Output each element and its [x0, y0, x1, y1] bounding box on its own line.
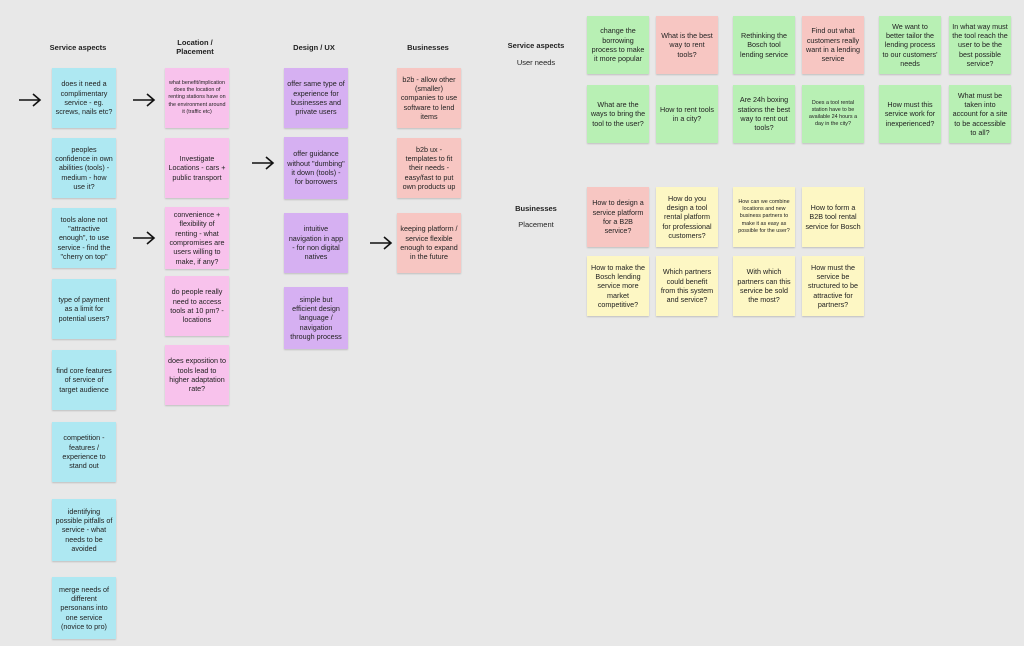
header-right-service-aspects: Service aspects	[507, 41, 565, 50]
sticky-note-purple[interactable]: simple but efficient design language / n…	[284, 287, 348, 349]
header-design-ux: Design / UX	[293, 43, 335, 52]
sticky-note-blue[interactable]: does it need a complimentary service - e…	[52, 68, 116, 128]
header-right-businesses: Businesses	[515, 204, 557, 213]
arrow-right-icon	[133, 93, 156, 107]
sticky-note-pink[interactable]: Investigate Locations - cars + public tr…	[165, 138, 229, 198]
sticky-note-blue[interactable]: competition - features / experience to s…	[52, 422, 116, 482]
sticky-note-yellow[interactable]: How can we combine locations and new bus…	[733, 187, 795, 247]
header-right-user-needs: User needs	[516, 58, 556, 67]
sticky-note-yellow[interactable]: How to make the Bosch lending service mo…	[587, 256, 649, 316]
header-businesses: Businesses	[407, 43, 449, 52]
sticky-note-salmon[interactable]: Find out what customers really want in a…	[802, 16, 864, 74]
sticky-note-pink[interactable]: what benefit/implication does the locati…	[165, 68, 229, 128]
sticky-note-green[interactable]: We want to better tailor the lending pro…	[879, 16, 941, 74]
sticky-note-yellow[interactable]: How do you design a tool rental platform…	[656, 187, 718, 247]
sticky-note-blue[interactable]: tools alone not "attractive enough", to …	[52, 208, 116, 268]
sticky-note-green[interactable]: Rethinking the Bosch tool lending servic…	[733, 16, 795, 74]
sticky-note-salmon[interactable]: What is the best way to rent tools?	[656, 16, 718, 74]
sticky-note-salmon[interactable]: b2b - allow other (smaller) companies to…	[397, 68, 461, 128]
sticky-note-salmon[interactable]: How to design a service platform for a B…	[587, 187, 649, 247]
sticky-note-purple[interactable]: intuitive navigation in app - for non di…	[284, 213, 348, 273]
sticky-note-yellow[interactable]: How must the service be structured to be…	[802, 256, 864, 316]
sticky-note-blue[interactable]: peoples confidence in own abilities (too…	[52, 138, 116, 198]
header-right-placement: Placement	[518, 220, 554, 229]
sticky-note-pink[interactable]: convenience + flexibility of renting - w…	[165, 207, 229, 269]
header-location-placement: Location / Placement	[176, 38, 214, 57]
sticky-note-salmon[interactable]: keeping platform / service flexible enou…	[397, 213, 461, 273]
sticky-note-green[interactable]: What must be taken into account for a si…	[949, 85, 1011, 143]
sticky-note-blue[interactable]: find core features of service of target …	[52, 350, 116, 410]
sticky-note-green[interactable]: How to rent tools in a city?	[656, 85, 718, 143]
arrow-right-icon	[19, 93, 42, 107]
sticky-note-purple[interactable]: offer guidance without "dumbing" it down…	[284, 137, 348, 199]
sticky-note-yellow[interactable]: Which partners could benefit from this s…	[656, 256, 718, 316]
sticky-note-pink[interactable]: does exposition to tools lead to higher …	[165, 345, 229, 405]
sticky-note-green[interactable]: change the borrowing process to make it …	[587, 16, 649, 74]
header-service-aspects: Service aspects	[49, 43, 107, 52]
sticky-note-green[interactable]: What are the ways to bring the tool to t…	[587, 85, 649, 143]
sticky-note-green[interactable]: Are 24h boxing stations the best way to …	[733, 85, 795, 143]
arrow-right-icon	[252, 156, 275, 170]
arrow-right-icon	[133, 231, 156, 245]
sticky-note-pink[interactable]: do people really need to access tools at…	[165, 276, 229, 336]
sticky-note-blue[interactable]: merge needs of different personans into …	[52, 577, 116, 639]
arrow-right-icon	[370, 236, 393, 250]
sticky-note-green[interactable]: Does a tool rental station have to be av…	[802, 85, 864, 143]
sticky-note-green[interactable]: In what way must the tool reach the user…	[949, 16, 1011, 74]
sticky-note-blue[interactable]: identifying possible pitfalls of service…	[52, 499, 116, 561]
sticky-note-yellow[interactable]: How to form a B2B tool rental service fo…	[802, 187, 864, 247]
sticky-note-salmon[interactable]: b2b ux - templates to fit their needs - …	[397, 138, 461, 198]
sticky-note-green[interactable]: How must this service work for inexperie…	[879, 85, 941, 143]
sticky-note-purple[interactable]: offer same type of experience for busine…	[284, 68, 348, 128]
sticky-note-blue[interactable]: type of payment as a limit for potential…	[52, 279, 116, 339]
sticky-note-yellow[interactable]: With which partners can this service be …	[733, 256, 795, 316]
